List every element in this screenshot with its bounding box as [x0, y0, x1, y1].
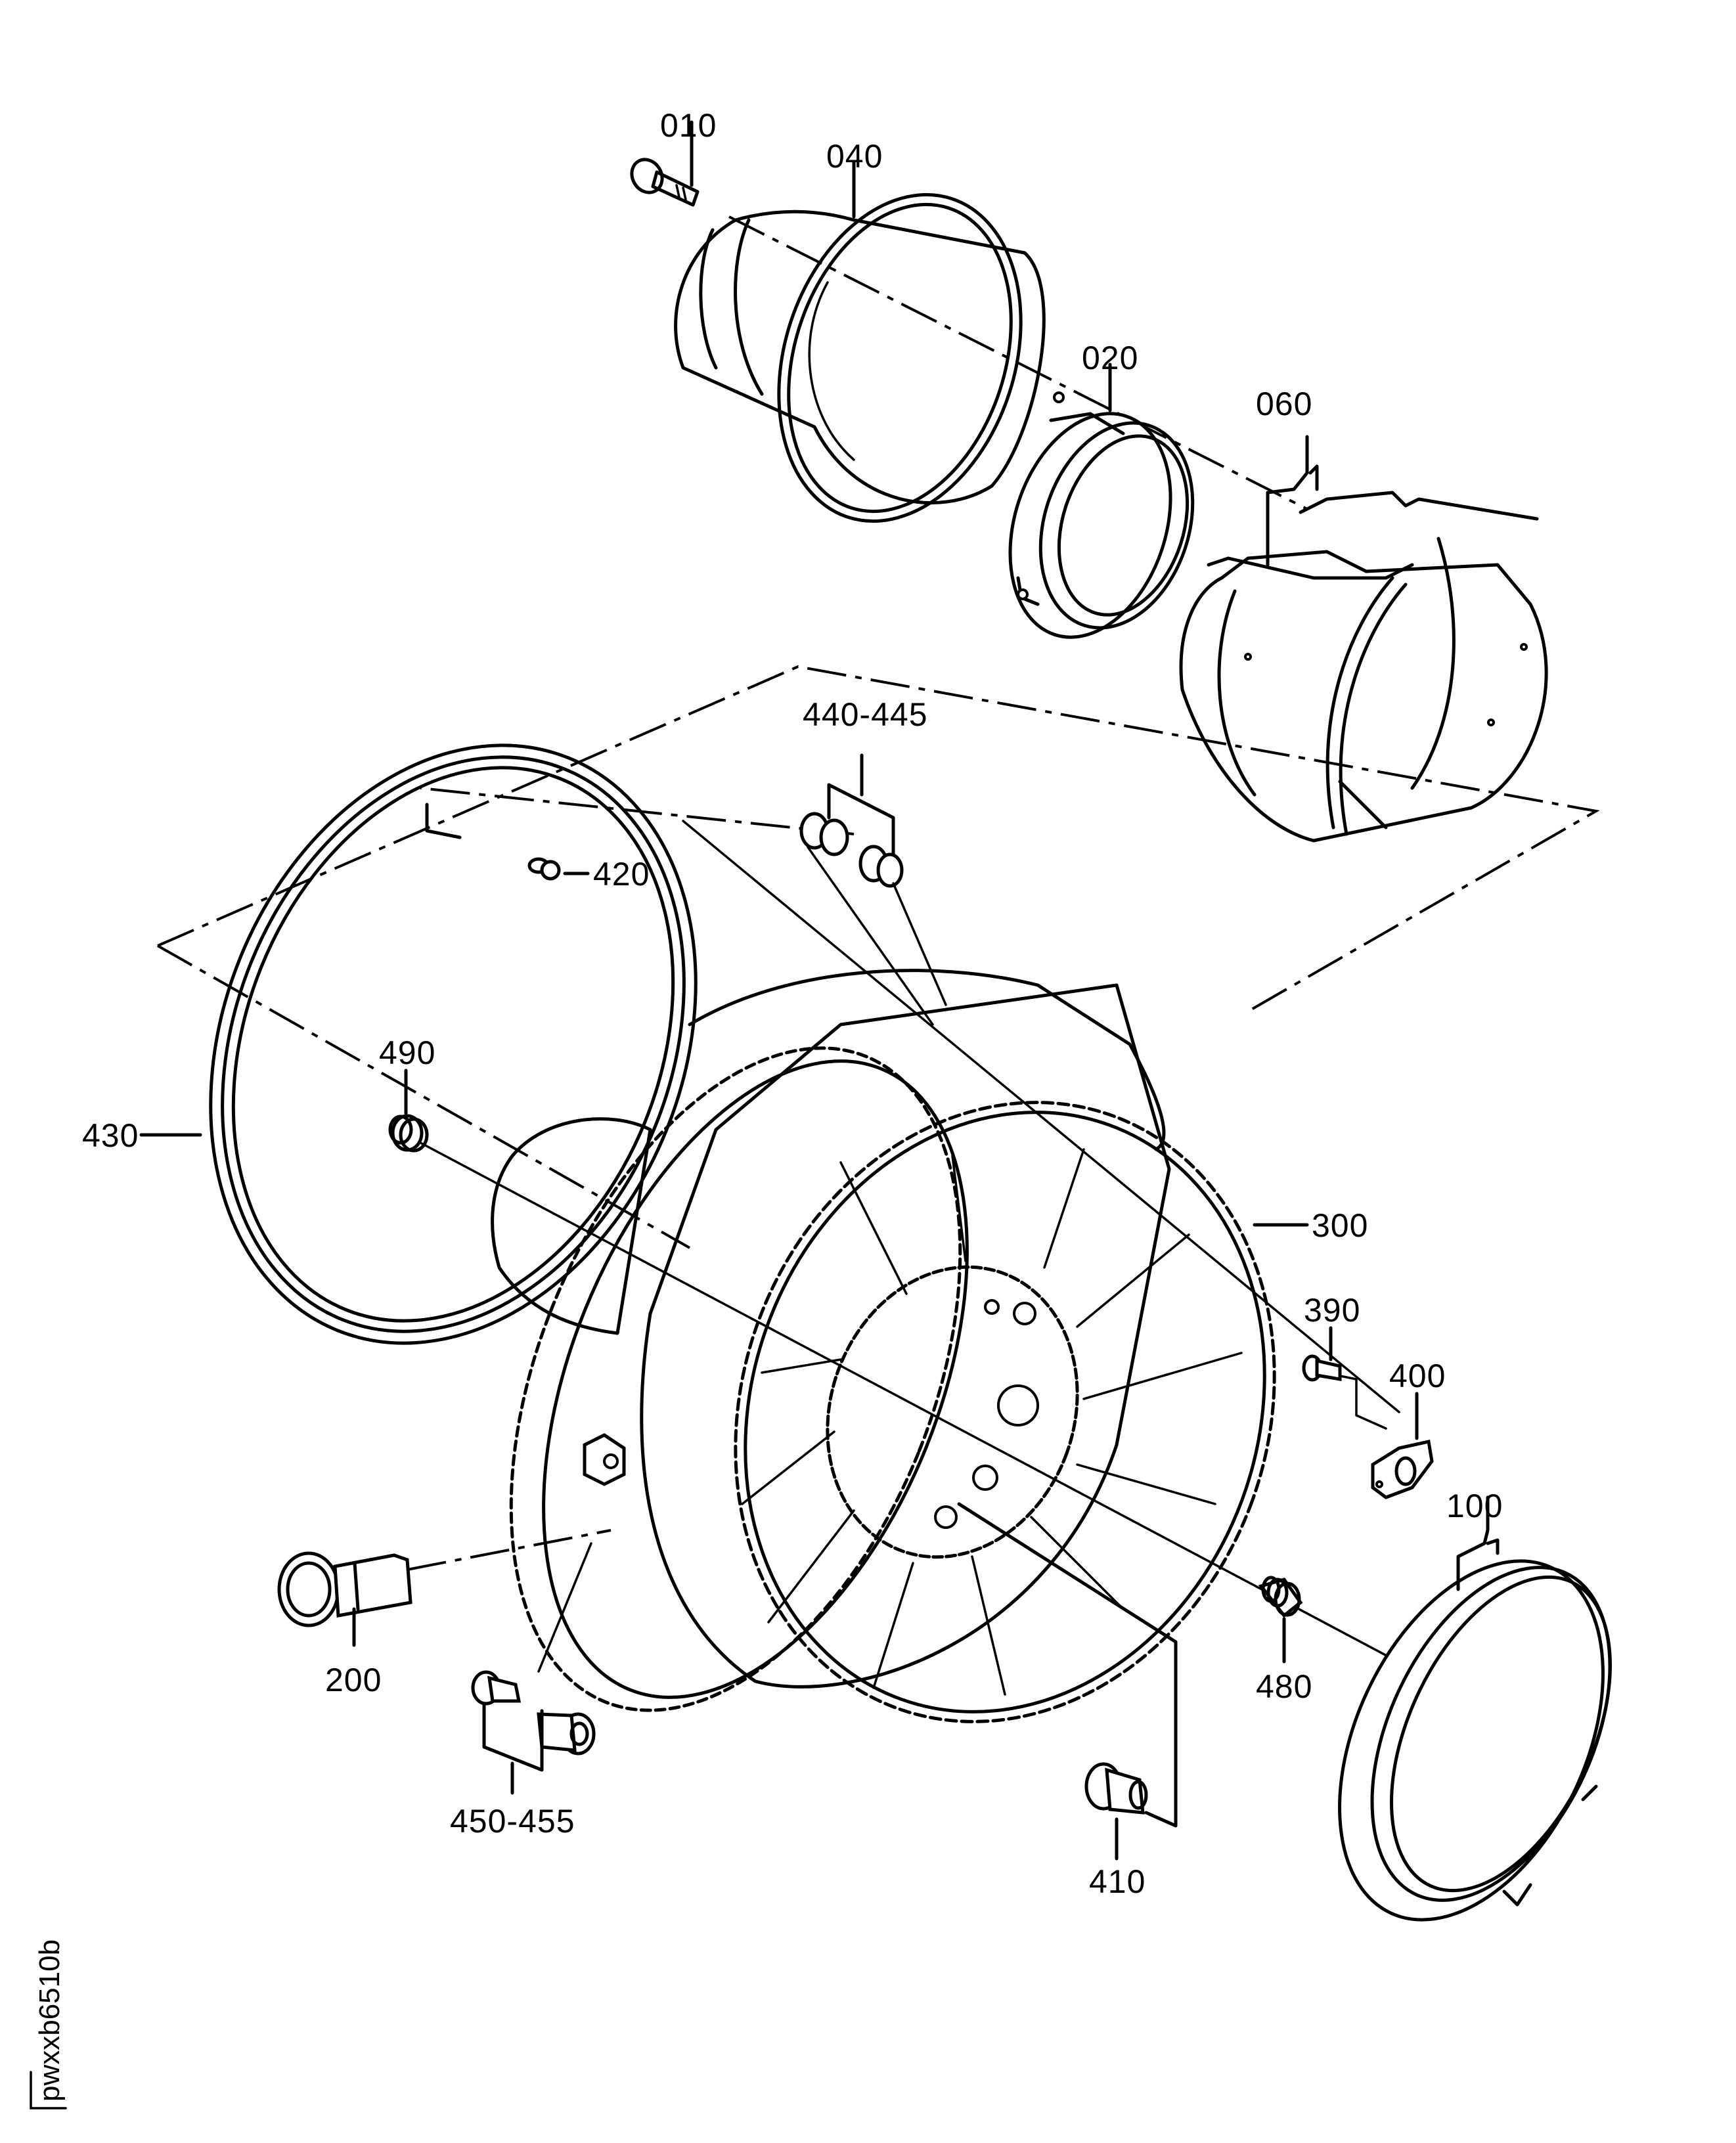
part-010-bolt[interactable] — [626, 120, 700, 207]
part-040-conical-duct[interactable] — [674, 160, 1061, 553]
callout-430: 430 — [82, 1117, 139, 1154]
callout-200: 200 — [325, 1662, 382, 1698]
callout-490: 490 — [379, 1034, 435, 1071]
callout-410: 410 — [1089, 1863, 1146, 1900]
part-400-bracket[interactable] — [1371, 1392, 1434, 1499]
part-200-tube-fitting[interactable] — [277, 1551, 412, 1647]
callout-440-445: 440-445 — [803, 696, 928, 733]
part-300-main-case[interactable] — [422, 969, 1360, 1828]
part-420-pin[interactable] — [527, 857, 590, 881]
callout-390: 390 — [1304, 1292, 1360, 1329]
callout-100: 100 — [1446, 1488, 1503, 1524]
part-100-rear-flange[interactable] — [1287, 1495, 1658, 1962]
assembly-centerlines — [157, 215, 1600, 1709]
callout-480: 480 — [1256, 1668, 1312, 1705]
callout-020: 020 — [1082, 340, 1138, 376]
figure-id: pwxxb6510b — [30, 1939, 67, 2110]
part-450-455-bushings[interactable] — [471, 1542, 596, 1795]
part-490-threaded-insert[interactable] — [388, 1069, 429, 1153]
figure-id-label: pwxxb6510b — [33, 1939, 66, 2102]
part-410-plug[interactable] — [1084, 1762, 1148, 1861]
callout-300: 300 — [1312, 1207, 1368, 1244]
strut-lines — [741, 1148, 1243, 1696]
part-390-bolt[interactable] — [1302, 1326, 1387, 1430]
callout-labels: 010 040 020 060 440-445 420 430 490 300 … — [82, 107, 1503, 1900]
callout-060: 060 — [1256, 386, 1312, 422]
part-480-threaded-insert[interactable] — [1258, 1576, 1303, 1664]
part-060-split-shroud[interactable] — [1179, 435, 1548, 843]
part-020-flanged-ring[interactable] — [983, 363, 1218, 658]
callout-450-455: 450-455 — [450, 1803, 575, 1840]
part-430-seal-ring[interactable] — [124, 672, 782, 1417]
callout-010: 010 — [660, 107, 717, 144]
part-440-445-fittings[interactable] — [799, 753, 947, 1026]
callout-040: 040 — [826, 138, 883, 175]
callout-400: 400 — [1389, 1358, 1446, 1394]
callout-420: 420 — [593, 856, 650, 893]
